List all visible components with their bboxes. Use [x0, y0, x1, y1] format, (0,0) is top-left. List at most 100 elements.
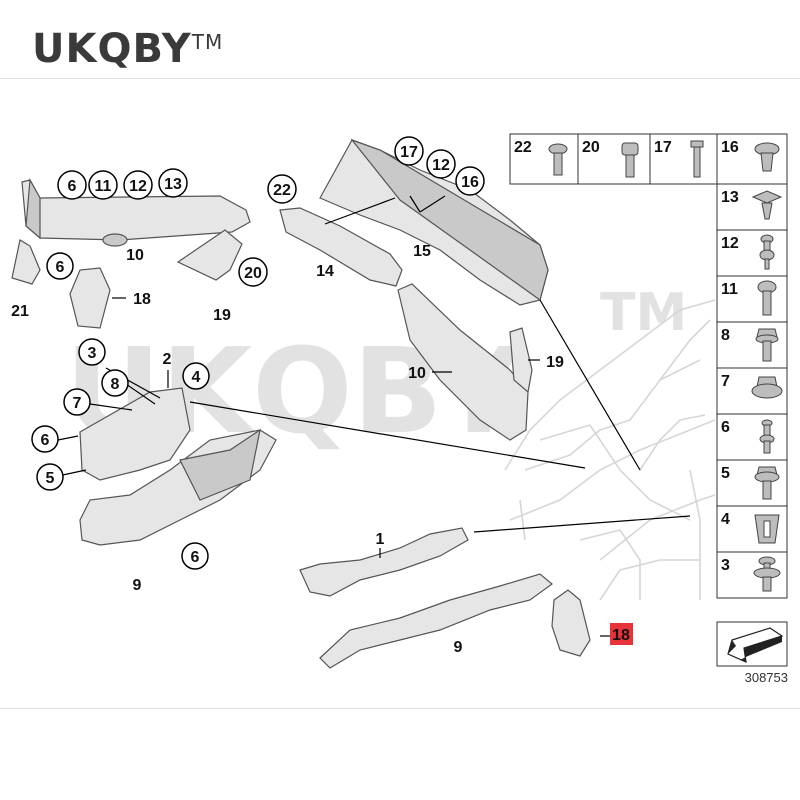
part-9-lower-rail	[319, 573, 553, 669]
svg-text:6: 6	[41, 432, 50, 449]
socket-head-screw-icon	[621, 142, 639, 178]
torx-bolt-short-icon	[548, 143, 568, 176]
fastener-cell-22: 22	[509, 133, 579, 185]
fastener-label: 16	[721, 139, 739, 156]
part-21-bracket	[11, 239, 41, 285]
svg-text:3: 3	[88, 345, 97, 362]
part-15-wall	[350, 138, 549, 301]
mushroom-clip-icon	[753, 556, 781, 592]
fastener-label: 13	[721, 189, 739, 206]
footer-divider	[0, 708, 800, 709]
header-divider	[0, 78, 800, 79]
watermark-tm: TM	[600, 283, 687, 343]
label-15: 15	[413, 243, 431, 260]
part-18-support	[551, 589, 591, 657]
fastener-label: 22	[514, 139, 532, 156]
svg-text:6: 6	[68, 178, 77, 195]
callout-12a: 12	[123, 170, 153, 200]
part-10-underside	[25, 177, 41, 240]
callout-16: 16	[455, 166, 485, 196]
callout-22: 22	[267, 174, 297, 204]
svg-text:6: 6	[56, 259, 65, 276]
callout-5: 5	[36, 463, 64, 491]
svg-text:4: 4	[192, 369, 201, 386]
svg-text:5: 5	[46, 470, 55, 487]
callout-6a: 6	[57, 170, 87, 200]
long-bolt-icon	[690, 140, 704, 178]
fastener-cell-11: 11	[716, 275, 788, 323]
svg-text:16: 16	[461, 174, 479, 191]
callout-17: 17	[394, 136, 424, 166]
fastener-label: 12	[721, 235, 739, 252]
fastener-cell-8: 8	[716, 321, 788, 369]
label-14: 14	[316, 263, 334, 280]
orientation-arrow-box	[716, 621, 788, 667]
label-2: 2	[163, 351, 172, 368]
part-10-lower-rail	[397, 283, 529, 441]
part-10-mount	[102, 233, 128, 247]
callout-6b: 6	[46, 252, 74, 280]
fastener-label: 4	[721, 511, 730, 528]
callout-13: 13	[158, 168, 188, 198]
push-clip-icon	[751, 190, 783, 220]
callout-6c: 6	[31, 425, 59, 453]
svg-text:11: 11	[95, 178, 112, 195]
hex-screw-icon	[757, 280, 777, 316]
part-18-bracket	[69, 267, 111, 329]
car-body-outline	[504, 299, 716, 601]
svg-text:22: 22	[273, 182, 291, 199]
fastener-cell-7: 7	[716, 367, 788, 415]
label-19-upper: 19	[213, 307, 231, 324]
fastener-label: 20	[582, 139, 600, 156]
label-18-highlight: 18	[610, 623, 633, 645]
brand-name: UKQBY	[32, 26, 192, 72]
svg-text:20: 20	[244, 265, 262, 282]
clip-nut-icon	[754, 514, 780, 544]
label-10-upper: 10	[126, 247, 144, 264]
highlight-box	[610, 623, 633, 645]
svg-text:8: 8	[111, 376, 120, 393]
svg-text:13: 13	[164, 176, 182, 193]
part-14-rail	[279, 207, 403, 287]
fastener-label: 3	[721, 557, 730, 574]
fastener-cell-3: 3	[716, 551, 788, 599]
label-1: 1	[376, 531, 385, 548]
fastener-cell-13: 13	[716, 183, 788, 231]
label-19-lower: 19	[546, 354, 564, 371]
svg-text:12: 12	[129, 178, 147, 195]
callout-3: 3	[78, 338, 106, 366]
brand-trademark: TM	[191, 30, 224, 54]
pin-clip-icon	[759, 419, 775, 454]
fastener-label: 5	[721, 465, 730, 482]
hex-flange-bolt-icon	[755, 328, 779, 362]
label-18-upper: 18	[133, 291, 151, 308]
fastener-cell-20: 20	[577, 133, 651, 185]
svg-text:6: 6	[191, 549, 200, 566]
callout-7: 7	[63, 388, 91, 416]
expanding-rivet-icon	[754, 142, 780, 172]
part-1-bracket	[299, 527, 469, 597]
fastener-label: 8	[721, 327, 730, 344]
callout-8: 8	[101, 369, 129, 397]
flange-screw-icon	[754, 466, 780, 500]
fastener-cell-17: 17	[649, 133, 718, 185]
fastener-cell-4: 4	[716, 505, 788, 553]
callout-6d: 6	[181, 542, 209, 570]
svg-text:7: 7	[73, 395, 82, 412]
callout-11: 11	[88, 170, 118, 200]
part-19-plate	[176, 229, 243, 281]
part-2-housing	[79, 387, 191, 481]
flange-nut-icon	[751, 376, 783, 399]
fastener-label: 7	[721, 373, 730, 390]
callout-20: 20	[238, 257, 268, 287]
label-10-lower: 10	[408, 365, 426, 382]
svg-text:17: 17	[400, 144, 418, 161]
fastener-cell-5: 5	[716, 459, 788, 507]
part-19-right-bracket	[509, 327, 533, 394]
callout-4: 4	[182, 362, 210, 390]
fastener-cell-6: 6	[716, 413, 788, 461]
svg-text:18: 18	[612, 627, 630, 644]
part-9-flange	[179, 428, 261, 501]
